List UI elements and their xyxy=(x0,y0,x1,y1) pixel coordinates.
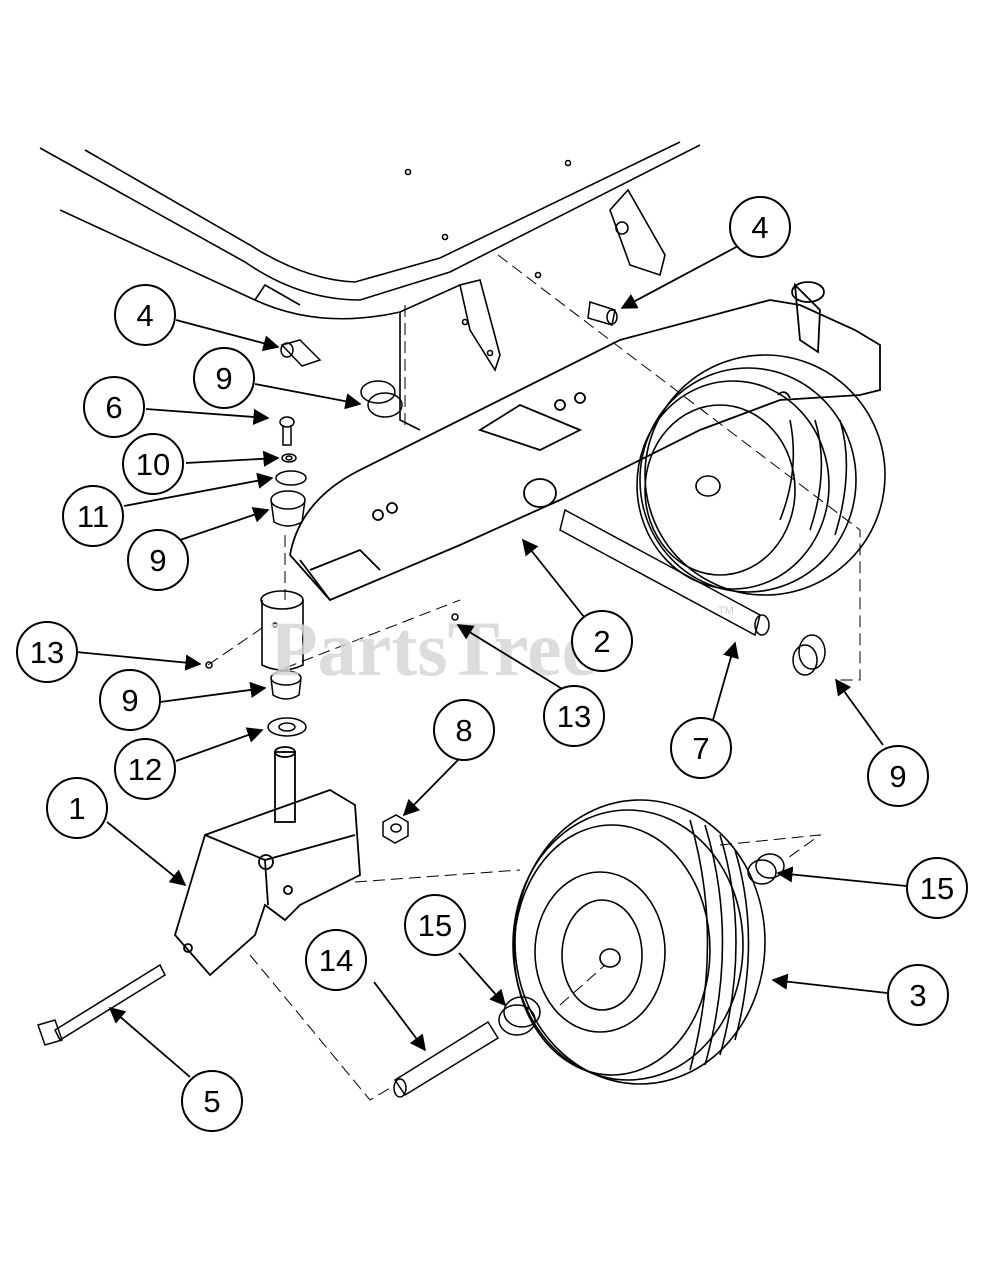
callout-4-left: 4 xyxy=(114,284,176,346)
svg-text:9: 9 xyxy=(215,361,232,396)
svg-text:4: 4 xyxy=(136,298,153,333)
callout-8: 8 xyxy=(433,699,495,761)
callout-14: 14 xyxy=(305,929,367,991)
callout-15-upper: 15 xyxy=(906,857,968,919)
caster-fork xyxy=(173,746,361,977)
svg-text:4: 4 xyxy=(751,210,768,245)
svg-text:10: 10 xyxy=(136,447,170,482)
callout-5: 5 xyxy=(181,1070,243,1132)
svg-text:13: 13 xyxy=(557,699,591,734)
svg-text:9: 9 xyxy=(149,543,166,578)
callout-9-right: 9 xyxy=(867,745,929,807)
callout-9-middle: 9 xyxy=(127,529,189,591)
svg-text:6: 6 xyxy=(105,390,122,425)
svg-text:13: 13 xyxy=(30,635,64,670)
caster-wheel xyxy=(512,799,766,1085)
callout-15-lower: 15 xyxy=(404,894,466,956)
watermark-trademark: TM xyxy=(718,605,734,617)
callout-leaders xyxy=(75,244,907,1078)
svg-text:15: 15 xyxy=(418,908,452,943)
svg-text:12: 12 xyxy=(128,752,162,787)
callout-13-left: 13 xyxy=(16,621,78,683)
callout-3: 3 xyxy=(887,964,949,1026)
callout-9-lower: 9 xyxy=(99,669,161,731)
svg-text:3: 3 xyxy=(909,978,926,1013)
svg-text:15: 15 xyxy=(920,871,954,906)
svg-text:5: 5 xyxy=(203,1084,220,1119)
callout-7: 7 xyxy=(670,717,732,779)
rear-wheel-assembly xyxy=(636,354,886,596)
callout-12: 12 xyxy=(114,738,176,800)
callout-10: 10 xyxy=(122,433,184,495)
svg-text:14: 14 xyxy=(319,943,353,978)
callout-6: 6 xyxy=(83,376,145,438)
spindle-tube xyxy=(260,590,304,671)
callout-13-right: 13 xyxy=(543,685,605,747)
svg-text:7: 7 xyxy=(692,731,709,766)
callout-4-right: 4 xyxy=(729,196,791,258)
hardware-parts xyxy=(37,301,826,1098)
callout-2: 2 xyxy=(571,610,633,672)
svg-text:9: 9 xyxy=(121,683,138,718)
callout-11: 11 xyxy=(62,485,124,547)
svg-text:8: 8 xyxy=(455,713,472,748)
svg-text:9: 9 xyxy=(889,759,906,794)
front-axle-bar xyxy=(289,281,881,602)
callout-9-upper: 9 xyxy=(193,347,255,409)
mower-deck xyxy=(39,141,701,431)
svg-text:2: 2 xyxy=(593,624,610,659)
callout-1: 1 xyxy=(46,777,108,839)
svg-text:11: 11 xyxy=(77,499,109,534)
svg-text:1: 1 xyxy=(68,791,85,826)
